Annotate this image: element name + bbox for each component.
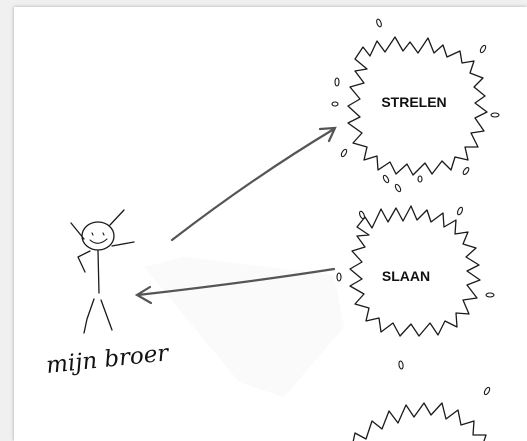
bubble-strelen-outline (347, 36, 488, 176)
bubble-slaan: SLAAN (336, 205, 495, 370)
arrow-to-figure (134, 267, 336, 305)
droplet (336, 272, 342, 282)
arrow-to-strelen (170, 126, 337, 242)
stick-figure: mijn broer (45, 209, 172, 379)
droplet (394, 183, 402, 193)
droplet (417, 175, 423, 183)
droplet (490, 112, 500, 118)
bubble-strelen: STRELEN (331, 18, 500, 193)
figure-right-arm-upper (109, 209, 125, 226)
figure-smile (89, 238, 108, 244)
figure-left-leg (83, 298, 95, 334)
arrow-to-strelen-line (170, 127, 336, 242)
droplet (358, 210, 366, 220)
sketch-drawing: STRELEN SLAAN (45, 18, 500, 441)
droplet (485, 292, 495, 298)
bubble-strelen-label: STRELEN (381, 94, 446, 110)
figure-head (81, 221, 115, 251)
droplet (456, 206, 464, 216)
figure-left-arm-upper (70, 222, 85, 240)
droplet (483, 386, 491, 396)
figure-right-arm (111, 241, 135, 247)
droplet (331, 101, 339, 107)
bubble-partial-outline (352, 402, 487, 441)
bubble-partial (352, 386, 491, 441)
arrow-to-figure-line (136, 267, 336, 297)
sketch-card: STRELEN SLAAN (14, 7, 527, 441)
figure-right-leg (100, 299, 113, 331)
figure-eye (91, 232, 94, 236)
figure-eye (102, 232, 105, 236)
droplet (376, 18, 382, 28)
arrow-to-strelen-head (318, 126, 337, 143)
shadow-patch (144, 257, 344, 397)
figure-caption: mijn broer (45, 340, 172, 379)
figure-left-arm (77, 250, 91, 273)
droplet (340, 148, 348, 158)
bubble-slaan-label: SLAAN (382, 268, 430, 284)
droplet (382, 174, 390, 184)
droplet (334, 77, 340, 87)
droplet (398, 360, 404, 370)
droplet (462, 166, 470, 176)
droplet (479, 44, 487, 54)
arrow-to-figure-head (134, 285, 153, 305)
bubble-slaan-outline (349, 205, 481, 337)
figure-body (97, 250, 100, 294)
